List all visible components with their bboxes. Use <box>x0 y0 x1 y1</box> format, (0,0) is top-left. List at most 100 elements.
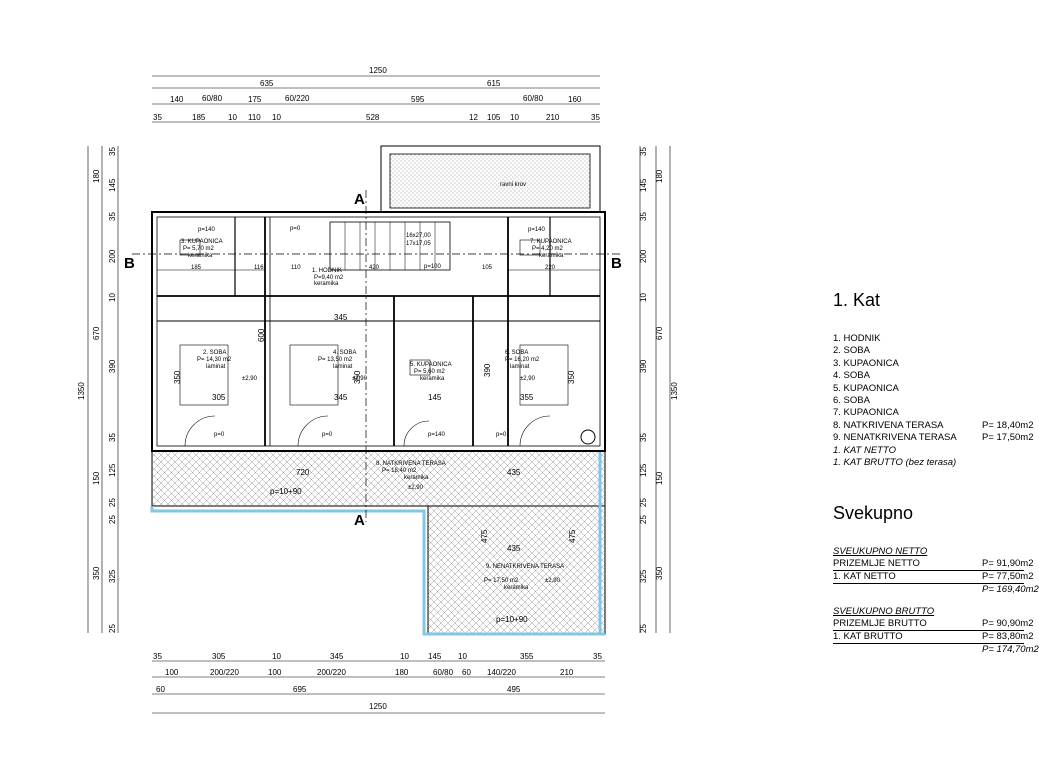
dim-350: 350 <box>173 370 182 384</box>
room-name: 1. HODNIK <box>312 268 342 274</box>
dim-right-inner: 35 <box>639 212 648 221</box>
room-level: p=0 <box>496 432 507 438</box>
dim-left-inner: 325 <box>108 569 117 583</box>
building-walls <box>151 211 606 452</box>
dim-bottom-row2: 100 <box>268 668 282 677</box>
dim-right-inner: 200 <box>639 249 648 263</box>
dim-top-row4: 10 <box>228 113 237 122</box>
room-area: P= 14,30 m2 <box>197 357 232 363</box>
dim-right-inner: 325 <box>639 569 648 583</box>
summary-label: 1. KAT NETTO <box>833 571 896 583</box>
summary-brutto-title: SVEUKUPNO BRUTTO <box>833 606 935 618</box>
dim-bottom-row1: 345 <box>330 652 344 661</box>
dim-top-row3: 175 <box>248 95 262 104</box>
dim-bottom-row1: 305 <box>212 652 226 661</box>
dim-bottom-row1: 35 <box>153 652 162 661</box>
dim-top-row3: 140 <box>170 95 184 104</box>
flat-roof <box>380 145 601 213</box>
dim-left-inner: 10 <box>108 293 117 302</box>
section-a-bottom: A <box>354 512 365 529</box>
level-marker: ±2,90 <box>545 578 561 584</box>
dim-top-row2: 615 <box>487 79 501 88</box>
dim-116: 116 <box>254 265 264 271</box>
section-b-right: B <box>611 255 622 272</box>
floor-title: 1. Kat <box>833 290 881 310</box>
list-item: 7. KUPAONICA <box>833 407 1033 419</box>
room-level: p=0 <box>214 432 225 438</box>
room-floor: laminat <box>510 364 530 370</box>
room-area: P= 16,20 m2 <box>505 357 540 363</box>
room-floor: keramika <box>314 281 339 287</box>
dim-top-row4: 105 <box>487 113 501 122</box>
dim-bottom-row1: 145 <box>428 652 442 661</box>
dim-bottom-row2: 200/220 <box>317 668 346 677</box>
room-list-label: 7. KUPAONICA <box>833 407 899 419</box>
summary-title: Svekupno <box>833 503 914 524</box>
dim-top-row4: 10 <box>272 113 281 122</box>
room-area: P= 5,60 m2 <box>414 369 446 375</box>
room-list-value: P= 18,40m2 <box>982 419 1034 431</box>
dim-475: 475 <box>480 529 489 543</box>
dim-bottom-row3: 495 <box>507 685 521 694</box>
dim-bottom-row1: 10 <box>272 652 281 661</box>
room-floor: keramika <box>504 585 529 591</box>
dim-right-total: 1350 <box>670 382 679 400</box>
summary-total: P= 169,40m2 <box>833 584 1039 596</box>
room-floor: keramika <box>539 253 564 259</box>
summary-label: 1. KAT BRUTTO <box>833 631 903 643</box>
dim-185: 185 <box>191 265 202 271</box>
dim-left-outer: 350 <box>92 566 101 580</box>
summary-total-value: P= 174,70m2 <box>982 644 1039 656</box>
roof-label: ravni krov <box>500 182 526 188</box>
dim-top-row4: 35 <box>153 113 162 122</box>
dim-top-row4: 210 <box>546 113 560 122</box>
dim-right-inner: 390 <box>639 359 648 373</box>
dim-top-row3: 60/80 <box>202 94 223 103</box>
room-name: 9. NENATKRIVENA TERASA <box>486 564 564 570</box>
room-natkrivena-terasa: 8. NATKRIVENA TERASA P= 18,40 m2 keramik… <box>270 461 446 496</box>
section-a-top: A <box>354 191 365 208</box>
dim-bottom-row1: 10 <box>400 652 409 661</box>
room-list: 1. HODNIK 2. SOBA 3. KUPAONICA 4. SOBA 5… <box>833 333 1034 469</box>
list-item: 6. SOBA <box>833 395 1033 407</box>
dim-305: 305 <box>212 393 226 402</box>
dim-right-inner: 35 <box>639 147 648 156</box>
list-item: 4. SOBA <box>833 370 1033 382</box>
room-area: P= 4,20 m2 <box>532 246 564 252</box>
room-soba-2: 2. SOBA P= 14,30 m2 laminat p=0 <box>197 350 232 438</box>
dim-left-inner: 145 <box>108 178 117 192</box>
room-list-label: 5. KUPAONICA <box>833 382 899 394</box>
dim-right-inner: 10 <box>639 293 648 302</box>
dim-left-inner: 25 <box>108 515 117 524</box>
dim-390: 390 <box>483 363 492 377</box>
bottom-dimensions <box>152 660 605 714</box>
dim-bottom-row2: 60/80 <box>433 668 454 677</box>
dim-bottom-row1: 10 <box>458 652 467 661</box>
dim-left-inner: 390 <box>108 359 117 373</box>
dim-right-inner: 125 <box>639 463 648 477</box>
dim-top-row3: 60/80 <box>523 94 544 103</box>
room-name: 8. NATKRIVENA TERASA <box>376 461 446 467</box>
dim-right-outer: 150 <box>655 471 664 485</box>
dim-bottom-row2: 180 <box>395 668 409 677</box>
room-list-label: 6. SOBA <box>833 394 870 406</box>
dim-bottom-row1: 355 <box>520 652 534 661</box>
room-area: P= 17,50 m2 <box>484 578 519 584</box>
room-nenatkrivena-terasa: 9. NENATKRIVENA TERASA P= 17,50 m2 keram… <box>484 564 564 624</box>
room-floor: keramika <box>404 475 429 481</box>
dim-left-inner: 35 <box>108 147 117 156</box>
room-floor: laminat <box>333 364 353 370</box>
room-name: 4. SOBA <box>333 350 356 356</box>
room-list-label: 9. NENATKRIVENA TERASA <box>833 432 957 444</box>
room-soba-6: 6. SOBA P= 16,20 m2 laminat p=0 <box>496 350 540 438</box>
dim-720: 720 <box>296 468 310 477</box>
dim-right-inner: 145 <box>639 178 648 192</box>
dim-bottom-row2: 100 <box>165 668 179 677</box>
dim-right-outer: 670 <box>655 326 664 340</box>
dim-350c: 350 <box>567 370 576 384</box>
level-marker: ±2,90 <box>242 376 258 382</box>
